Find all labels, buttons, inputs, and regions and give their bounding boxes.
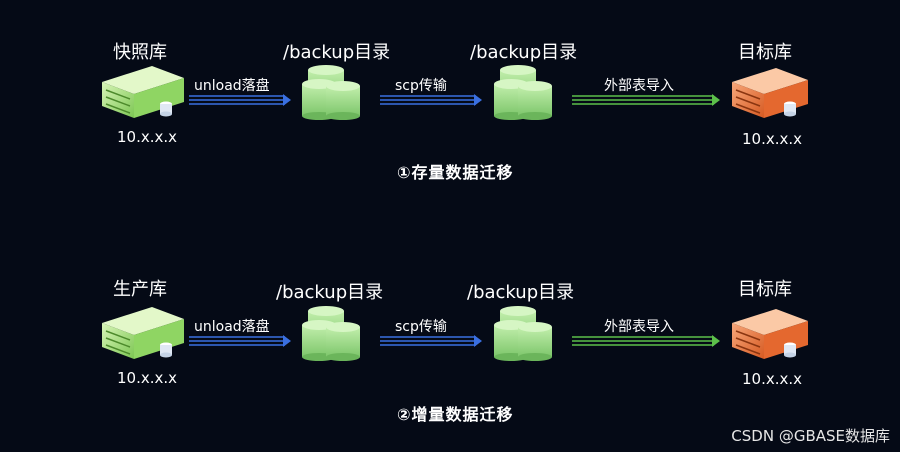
green-arrow-1 [572, 94, 720, 106]
arrow-label-import-2: 外部表导入 [604, 319, 674, 335]
arrow-label-unload-2: unload落盘 [194, 319, 270, 335]
mid1-title-1: /backup目录 [283, 42, 391, 63]
blue-arrow-1 [189, 94, 291, 106]
database-disk-icon [494, 65, 552, 120]
blue-arrow-2 [380, 94, 482, 106]
target-ip-1: 10.x.x.x [742, 130, 803, 148]
source-ip-2: 10.x.x.x [117, 369, 178, 387]
mid2-title-2: /backup目录 [467, 282, 575, 303]
source-title-2: 生产库 [113, 279, 167, 300]
arrow-label-import-1: 外部表导入 [604, 78, 674, 94]
blue-arrow-3 [189, 335, 291, 347]
green-server-icon [102, 307, 184, 359]
database-disk-icon [302, 65, 360, 120]
orange-server-icon [732, 68, 808, 118]
source-title-1: 快照库 [113, 42, 167, 63]
database-disk-icon [494, 306, 552, 361]
target-title-2: 目标库 [738, 279, 792, 300]
caption-incremental-migration: ②增量数据迁移 [397, 405, 514, 424]
target-title-1: 目标库 [738, 42, 792, 63]
mid2-title-1: /backup目录 [470, 42, 578, 63]
arrow-label-scp-2: scp传输 [395, 319, 447, 335]
orange-server-icon [732, 309, 808, 359]
source-ip-1: 10.x.x.x [117, 128, 178, 146]
arrow-label-unload-1: unload落盘 [194, 78, 270, 94]
database-disk-icon [302, 306, 360, 361]
blue-arrow-4 [380, 335, 482, 347]
target-ip-2: 10.x.x.x [742, 370, 803, 388]
mid1-title-2: /backup目录 [276, 282, 384, 303]
caption-stock-migration: ①存量数据迁移 [397, 163, 514, 182]
arrow-label-scp-1: scp传输 [395, 78, 447, 94]
green-arrow-2 [572, 335, 720, 347]
green-server-icon [102, 66, 184, 118]
watermark: CSDN @GBASE数据库 [731, 427, 890, 445]
